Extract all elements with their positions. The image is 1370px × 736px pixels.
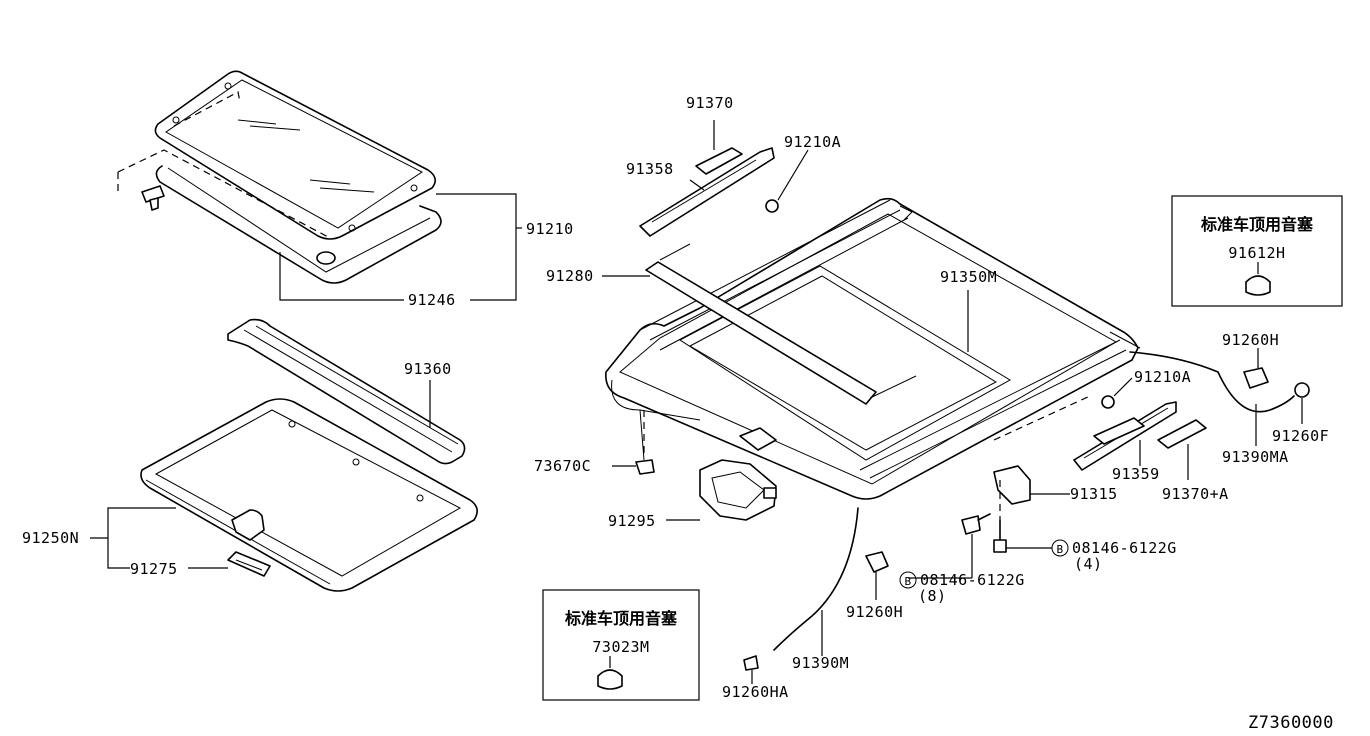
label-91390ma: 91390MA <box>1222 448 1289 466</box>
label-91260h-mid: 91260H <box>846 603 903 621</box>
note-box-right-part: 91612H <box>1228 244 1285 262</box>
bolt-marker-mid: B <box>904 575 911 588</box>
deflector-link <box>639 120 775 237</box>
drive-cable-front <box>773 507 859 656</box>
drive-link-91359 <box>1073 401 1177 471</box>
label-91210a-top: 91210A <box>784 133 841 151</box>
glass-screw <box>141 185 165 211</box>
label-91315: 91315 <box>1070 485 1118 503</box>
screw-91210a-right <box>1101 377 1133 409</box>
note-box-right: 标准车顶用音塞 91612H <box>1171 195 1343 307</box>
label-bolt-mid-code: 08146-6122G <box>920 571 1025 589</box>
label-bolt-mid-qty: (8) <box>918 587 947 605</box>
sunshade-handle <box>227 551 271 577</box>
label-91360: 91360 <box>404 360 452 378</box>
label-73670c: 73670C <box>534 457 591 475</box>
bolt-marker-right: B <box>1056 543 1063 556</box>
label-91295: 91295 <box>608 512 656 530</box>
label-91359: 91359 <box>1112 465 1160 483</box>
label-91358: 91358 <box>626 160 674 178</box>
clip-73670c <box>612 410 655 475</box>
label-91260f: 91260F <box>1272 427 1329 445</box>
label-91260h-right: 91260H <box>1222 331 1279 349</box>
label-bolt-right-qty: (4) <box>1074 555 1103 573</box>
bracket-91315 <box>993 465 1070 505</box>
clip-91260h-right <box>1243 348 1269 389</box>
label-91350m: 91350M <box>940 268 997 286</box>
label-91370: 91370 <box>686 94 734 112</box>
glass-seal <box>117 149 442 284</box>
label-91370a: 91370+A <box>1162 485 1229 503</box>
label-91280: 91280 <box>546 267 594 285</box>
glass-panel <box>154 70 436 240</box>
screw-91210a-top <box>765 149 809 213</box>
label-91210a-right: 91210A <box>1134 368 1191 386</box>
label-bolt-right-code: 08146-6122G <box>1072 539 1177 557</box>
bolt-mid <box>899 513 991 589</box>
label-91210: 91210 <box>526 220 574 238</box>
diagram-id: Z7360000 <box>1248 713 1334 733</box>
label-91260ha: 91260HA <box>722 683 789 701</box>
clip-91260h-mid <box>865 551 889 600</box>
sunshade-panel <box>140 398 478 592</box>
note-box-bottom-title: 标准车顶用音塞 <box>564 609 678 628</box>
note-box-bottom: 标准车顶用音塞 73023M <box>542 589 700 701</box>
clip-91260ha <box>743 655 759 684</box>
clip-91260f <box>1294 382 1310 424</box>
sunroof-frame <box>605 197 1141 500</box>
bolt-right <box>993 519 1069 557</box>
sunshade-front-rail <box>227 318 466 465</box>
sunroof-motor <box>666 459 777 521</box>
label-91275: 91275 <box>130 560 178 578</box>
drive-cable-rear <box>1129 351 1295 446</box>
label-91250n: 91250N <box>22 529 79 547</box>
bracket-91370a <box>1157 419 1207 480</box>
note-box-right-title: 标准车顶用音塞 <box>1200 215 1314 234</box>
label-91390m: 91390M <box>792 654 849 672</box>
note-box-bottom-part: 73023M <box>592 638 649 656</box>
label-91246: 91246 <box>408 291 456 309</box>
